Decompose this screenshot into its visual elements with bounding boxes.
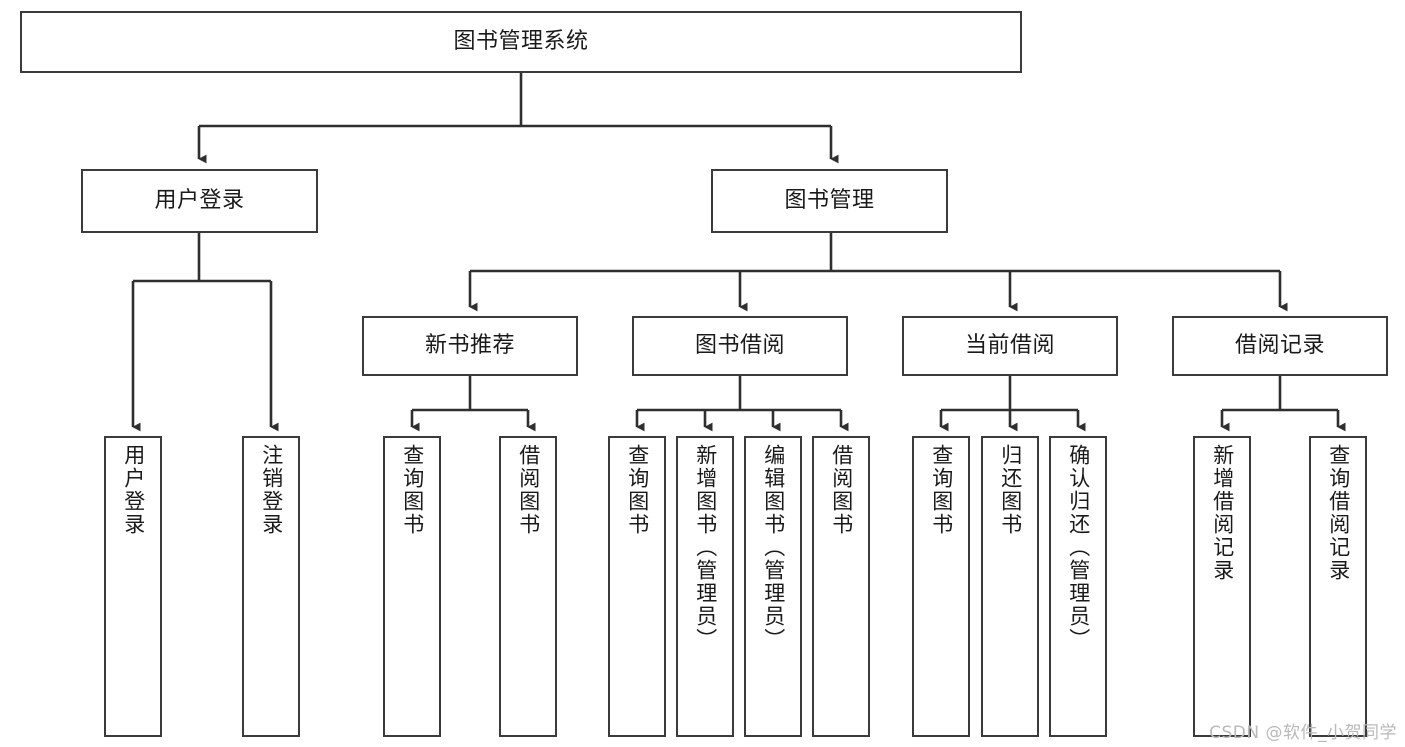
node-current-borrow-label: 当前借阅 <box>964 332 1055 358</box>
leaf-recommend-borrow-book[interactable]: 借阅图书 <box>499 436 557 737</box>
leaf-borrow-query-book[interactable]: 查询图书 <box>608 436 666 737</box>
node-borrow-record[interactable]: 借阅记录 <box>1172 316 1388 376</box>
node-user-login-label: 用户登录 <box>154 187 245 213</box>
leaf-record-query-record[interactable]: 查询借阅记录 <box>1309 436 1367 737</box>
leaf-borrow-borrow-book[interactable]: 借阅图书 <box>812 436 870 737</box>
leaf-current-query-book-label: 查询图书 <box>929 444 954 536</box>
leaf-borrow-edit-book-label: 编辑图书（管理员） <box>761 444 786 651</box>
csdn-watermark: CSDN @软件_小贺同学 <box>1209 723 1397 743</box>
leaf-current-return-book[interactable]: 归还图书 <box>981 436 1039 737</box>
node-current-borrow[interactable]: 当前借阅 <box>902 316 1118 376</box>
leaf-borrow-query-book-label: 查询图书 <box>625 444 650 536</box>
node-user-login[interactable]: 用户登录 <box>81 169 318 233</box>
leaf-user-login-login-label: 用户登录 <box>121 444 146 536</box>
node-book-management-label: 图书管理 <box>784 187 875 213</box>
leaf-recommend-query-book[interactable]: 查询图书 <box>383 436 441 737</box>
node-book-borrow[interactable]: 图书借阅 <box>632 316 848 376</box>
leaf-borrow-borrow-book-label: 借阅图书 <box>829 444 854 536</box>
leaf-borrow-edit-book[interactable]: 编辑图书（管理员） <box>744 436 802 737</box>
leaf-user-login-login[interactable]: 用户登录 <box>104 436 162 737</box>
leaf-current-return-book-label: 归还图书 <box>998 444 1023 536</box>
leaf-record-query-record-label: 查询借阅记录 <box>1326 444 1351 582</box>
node-new-book-recommend[interactable]: 新书推荐 <box>362 316 578 376</box>
leaf-current-confirm-return[interactable]: 确认归还（管理员） <box>1049 436 1107 737</box>
leaf-user-login-logout[interactable]: 注销登录 <box>242 436 300 737</box>
leaf-recommend-borrow-book-label: 借阅图书 <box>516 444 541 536</box>
leaf-recommend-query-book-label: 查询图书 <box>400 444 425 536</box>
leaf-user-login-logout-label: 注销登录 <box>259 444 284 536</box>
node-root-system-label: 图书管理系统 <box>453 28 589 54</box>
leaf-borrow-add-book[interactable]: 新增图书（管理员） <box>676 436 734 737</box>
leaf-record-add-record[interactable]: 新增借阅记录 <box>1193 436 1251 737</box>
node-root-system[interactable]: 图书管理系统 <box>20 11 1022 73</box>
node-book-management[interactable]: 图书管理 <box>711 169 948 233</box>
node-new-book-recommend-label: 新书推荐 <box>424 332 515 358</box>
leaf-current-query-book[interactable]: 查询图书 <box>912 436 970 737</box>
leaf-record-add-record-label: 新增借阅记录 <box>1210 444 1235 582</box>
leaf-current-confirm-return-label: 确认归还（管理员） <box>1066 444 1091 651</box>
leaf-borrow-add-book-label: 新增图书（管理员） <box>693 444 718 651</box>
node-book-borrow-label: 图书借阅 <box>694 332 785 358</box>
node-borrow-record-label: 借阅记录 <box>1234 332 1325 358</box>
